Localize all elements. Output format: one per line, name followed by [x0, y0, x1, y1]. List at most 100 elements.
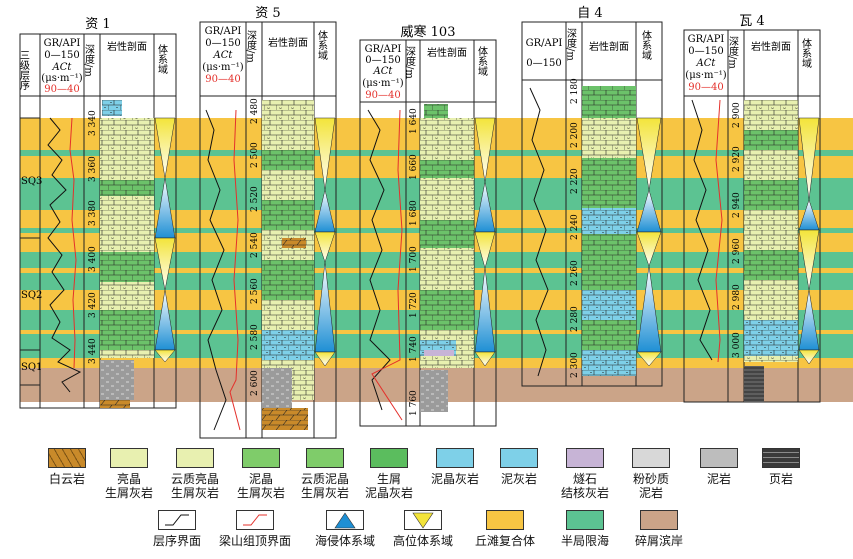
micrite-swatch: [436, 448, 474, 468]
shoal-complex-swatch: [486, 510, 524, 530]
headers-zi4: GR/API 0—150 深度/m 岩性剖面 体系域: [526, 28, 652, 69]
depth-label: 2 580: [250, 324, 260, 350]
legend-label: 梁山组顶界面: [218, 534, 291, 548]
depth-label: 2 560: [250, 278, 260, 304]
legend-label: 海侵体系域: [314, 534, 375, 548]
legend-label: 云质亮晶 生屑灰岩: [170, 472, 219, 500]
log-header: ACt: [696, 58, 717, 69]
depth-label: 2 920: [732, 146, 742, 172]
liangshan-top-swatch: [236, 510, 274, 530]
log-header: GR/API: [44, 38, 81, 49]
log-header: ACt: [213, 50, 234, 61]
depth-label: 2 500: [250, 142, 260, 168]
legend-label: 层序界面: [152, 534, 201, 548]
log-header: 0—150: [205, 38, 240, 49]
log-header: 0—150: [526, 58, 561, 69]
depth-label: 3 420: [88, 292, 98, 318]
depth-labels: 3 340 3 360 3 380 3 400 3 420 3 440 2 48…: [88, 78, 742, 416]
legend-label: 页岩: [768, 472, 793, 486]
hst-swatch: [404, 510, 442, 530]
depth-label: 1 680: [409, 200, 419, 226]
sequence-header: 三级层序: [18, 50, 30, 91]
log-header: GR/API: [365, 44, 402, 55]
depth-label: 2 280: [570, 306, 580, 332]
depth-header: 深度/m: [83, 44, 95, 78]
lith-header: 岩性剖面: [107, 40, 147, 53]
well-title: 自 4: [577, 6, 602, 21]
well-zi4: [521, 21, 663, 387]
depth-label: 2 980: [732, 284, 742, 310]
log-header: 90—40: [688, 82, 723, 93]
depth-label: 1 640: [409, 108, 419, 134]
legend-label: 粉砂质 泥岩: [632, 472, 669, 500]
dolomitic-bioclastic-swatch: [176, 448, 214, 468]
log-header: 0—150: [688, 46, 723, 57]
sequence-boundary-swatch: [158, 510, 196, 530]
well-title: 瓦 4: [739, 14, 764, 29]
log-header: 90—40: [365, 90, 400, 101]
log-header: 0—150: [44, 50, 79, 61]
legend-label: 泥晶 生屑灰岩: [236, 472, 285, 500]
lith-header: 岩性剖面: [751, 40, 791, 53]
legend-label: 高位体系域: [392, 534, 453, 548]
legend-label: 丘滩复合体: [474, 534, 535, 548]
depth-label: 1 720: [409, 292, 419, 318]
lith-header: 岩性剖面: [427, 46, 467, 59]
depth-label: 2 300: [570, 352, 580, 378]
depth-label: 2 940: [732, 192, 742, 218]
correlation-diagram: 资 1 资 5 威寒 103 自 4 瓦 4 三级层序 GR/API 0—150…: [17, 6, 853, 439]
seq-label: SQ2: [21, 290, 42, 301]
depth-label: 2 240: [570, 214, 580, 240]
log-header: (μs·m⁻¹): [362, 78, 403, 89]
legend-label: 半局限海: [560, 534, 609, 548]
depth-label: 2 960: [732, 238, 742, 264]
depth-label: 2 540: [250, 232, 260, 258]
seq-label: SQ1: [21, 362, 42, 373]
depth-label: 1 740: [409, 336, 419, 362]
mudstone-swatch: [700, 448, 738, 468]
dolomitic-micritic-swatch: [306, 448, 344, 468]
tract-header: 体系域: [316, 30, 328, 60]
legend-label: 碎屑滨岸: [634, 534, 683, 548]
lith-header: 岩性剖面: [268, 36, 308, 49]
headers-wa4: GR/API 0—150 ACt (μs·m⁻¹) 90—40 深度/m 岩性剖…: [685, 34, 811, 93]
depth-label: 2 200: [570, 122, 580, 148]
well-title: 威寒 103: [401, 24, 456, 40]
headers-weihan103: GR/API 0—150 ACt (μs·m⁻¹) 90—40 深度/m 岩性剖…: [362, 44, 487, 101]
log-header: 90—40: [205, 74, 240, 85]
legend-label: 燧石 结核灰岩: [560, 472, 609, 500]
depth-label: 3 360: [88, 156, 98, 182]
depth-header: 深度/m: [245, 30, 257, 64]
depth-label: 2 220: [570, 168, 580, 194]
depth-label: 3 380: [88, 200, 98, 226]
log-header: GR/API: [688, 34, 725, 45]
seq-label: SQ3: [21, 176, 42, 187]
micritic-bioclastic-swatch: [242, 448, 280, 468]
bioclastic-micrite-swatch: [370, 448, 408, 468]
depth-label: 1 760: [409, 390, 419, 416]
depth-label: 2 260: [570, 260, 580, 286]
log-header: (μs·m⁻¹): [41, 73, 82, 84]
depth-label: 3 440: [88, 338, 98, 364]
dolomite-swatch: [48, 448, 86, 468]
log-header: ACt: [373, 66, 394, 77]
legend: 白云岩 亮晶 生屑灰岩 云质亮晶 生屑灰岩 泥晶 生屑灰岩 云质泥晶 生屑灰岩 …: [0, 440, 853, 559]
legend-label: 泥岩: [706, 472, 731, 486]
tract-header: 体系域: [156, 44, 168, 74]
semi-restricted-sea-swatch: [566, 510, 604, 530]
depth-header: 深度/m: [727, 36, 739, 70]
well-weihan103: [359, 39, 497, 427]
headers-zi5: GR/API 0—150 ACt (μs·m⁻¹) 90—40 深度/m 岩性剖…: [202, 26, 327, 85]
tract-header: 体系域: [476, 46, 488, 76]
depth-label: 2 480: [250, 98, 260, 124]
lith-header: 岩性剖面: [589, 40, 629, 53]
clastic-shore-swatch: [640, 510, 678, 530]
log-header: 0—150: [365, 55, 400, 66]
bioclastic-limestone-swatch: [110, 448, 148, 468]
legend-label: 泥晶灰岩: [430, 472, 479, 486]
log-header: (μs·m⁻¹): [685, 70, 726, 81]
depth-label: 2 180: [570, 78, 580, 104]
depth-header: 深度/m: [565, 28, 577, 62]
legend-label: 亮晶 生屑灰岩: [104, 472, 153, 500]
tract-header: 体系域: [640, 30, 652, 60]
